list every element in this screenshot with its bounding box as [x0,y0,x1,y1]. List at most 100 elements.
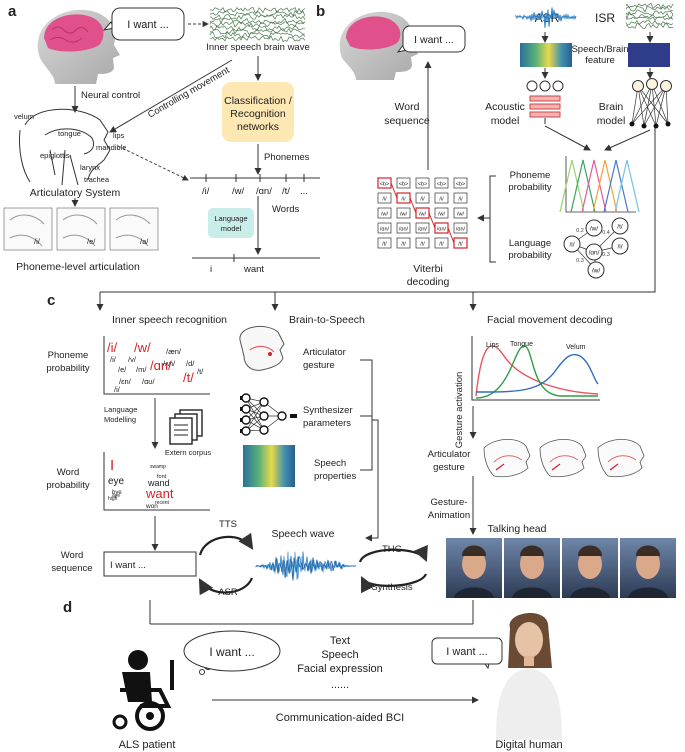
gesture-activation-label: Gesture activation [454,372,465,449]
prob-curve [603,159,629,213]
thought-text: I want ... [209,645,254,659]
gesture-curve [475,345,599,397]
speech-waveform [255,551,356,581]
trellis-label: /i/ [401,197,406,203]
phoneme-cloud-item: /m/ [136,365,147,374]
inner-speech-recognition-title: Inner speech recognition [112,314,227,326]
documents-icon [169,409,203,445]
lm-weight: 0.3 [576,258,584,264]
net-output [653,123,659,129]
trellis-label: <b> [380,182,389,188]
gesture-curve-label: Tongue [510,341,533,348]
talking-head-face [578,549,602,579]
talking-head-hair [636,545,660,556]
net-edge [643,83,653,127]
sample-a: /a/ [140,237,149,246]
brain-to-speech-title: Brain-to-Speech [289,314,365,326]
trellis-cell [415,177,430,189]
lm-line2: model [221,224,242,233]
mouth-arrow [495,463,505,471]
feature-line1: Speech/Brain [571,44,628,55]
articulatory-system-title: Articulatory System [30,187,121,199]
phoneme-cloud-item: /ɛn/ [119,377,132,386]
eeg-trace [625,22,673,29]
lm-node [563,235,581,253]
net-edge [637,85,669,125]
eeg-trace [209,35,306,42]
net-node [646,78,658,90]
word-cloud-item: won [145,503,158,510]
gesture-curve-label: Lips [486,342,499,349]
trellis-cell [434,177,449,189]
talking-head-frames [446,538,676,598]
speech-spectrogram [520,43,572,67]
phoneme-label: ... [300,186,308,197]
trellis-cell [434,192,449,204]
trellis-cell [453,192,468,204]
classifier-line2: Recognition [230,108,286,120]
lm-node-label: /i/ [617,244,622,251]
talking-head-suit [512,587,552,598]
mouth-outline [539,439,587,478]
sample-i: /i/ [34,237,41,246]
bci-label: Communication-aided BCI [276,712,404,724]
digital-human-avatar [496,612,562,740]
word-cloud-item: swamp [150,464,166,470]
brain-model-line1: Brain [599,101,624,113]
eeg-trace [209,13,306,20]
net-edge [665,85,669,125]
phoneme-cloud-item: /ɑn/ [150,358,172,373]
trellis-cell [377,237,392,249]
trellis-label: /i/ [458,197,463,203]
eeg-trace [209,24,305,32]
speech-properties-line1: Speech [314,458,346,469]
synth-node [259,411,269,421]
phoneme-cloud-item: /i/ [110,355,117,364]
phoneme-cloud-item: /e/ [118,365,127,374]
synth-edge [245,401,265,432]
eeg-trace [209,28,306,35]
eeg-trace [625,2,674,10]
c-word-seq-line1: Word [61,550,84,561]
net-edge [643,85,667,127]
phoneme-label: /t/ [282,186,290,197]
synth-node [241,426,251,436]
trellis-label: /ɑn/ [380,227,390,233]
phoneme-cloud-item: /æn/ [166,347,182,356]
viterbi-path [390,182,398,199]
net-edge [637,85,657,127]
language-prob-line1: Language [509,238,551,249]
net-node [660,80,672,92]
als-patient-label: ALS patient [119,739,176,751]
word-cloud-item: want [145,486,174,501]
word-sequence-line1: Word [395,101,420,113]
trellis-cell [377,207,392,219]
lm-node-label: /w/ [590,226,599,233]
trellis-label: <b> [399,182,408,188]
words-label: Words [272,204,300,215]
trellis-cell [415,237,430,249]
gesture-animation-line1: Gesture- [431,497,468,508]
viterbi-line1: Viterbi [413,263,443,275]
eeg-trace [625,9,674,16]
synth-node [259,425,269,435]
phonemes-label: Phonemes [264,152,310,163]
panel-label-c: c [47,292,55,309]
articulatory-system-sketch: velum tongue lips mandible epiglottis la… [14,108,126,186]
prob-curve [592,159,618,213]
thought-bubble: I want ... [183,630,281,675]
brain-feature-map [628,43,670,67]
trellis-label: /w/ [457,212,465,218]
eeg-trace [209,6,306,14]
mouth-arrow [609,463,619,471]
word-i: i [210,264,212,275]
mouth-tongue [607,455,637,463]
language-model-box [208,208,254,238]
lm-node [611,217,629,235]
mouth-outline [483,439,531,478]
modality-facial: Facial expression [297,663,383,675]
trellis-cell [377,192,392,204]
phoneme-label: /ɑn/ [256,186,272,197]
